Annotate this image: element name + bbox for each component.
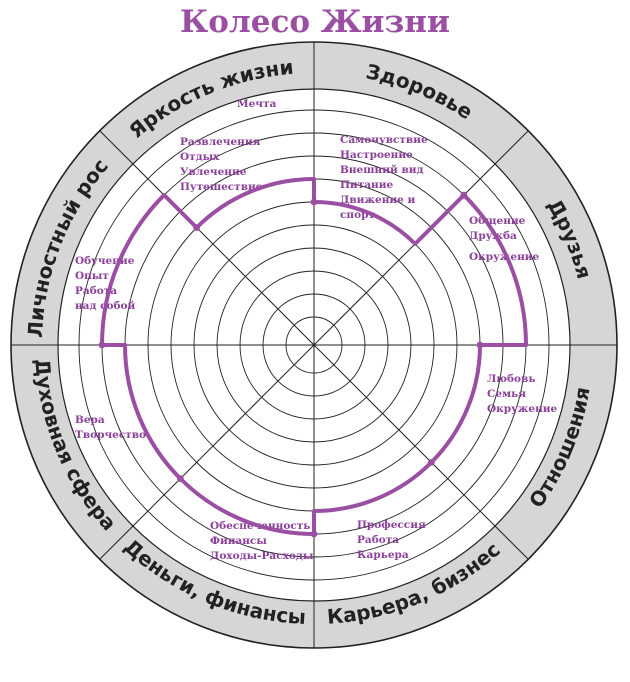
segment-note: Самочувствие [340, 134, 428, 146]
segment-note: Путешествие [180, 181, 263, 193]
segment-note: Развлечения [180, 136, 261, 148]
segment-note: Мечта [237, 98, 276, 110]
segment-note: Окружение [487, 403, 558, 415]
segment-note: Дружба [469, 230, 517, 242]
segment-note: Финансы [210, 535, 267, 547]
segment-note: Вера [75, 414, 105, 426]
segment-note: Опыт [75, 270, 109, 282]
segment-note: Внешний вид [340, 164, 424, 176]
score-marker [427, 458, 435, 466]
score-marker [476, 341, 484, 349]
score-marker [460, 191, 468, 199]
spoke [313, 344, 529, 560]
segment-note: Работа [357, 534, 399, 546]
segment-note: Общение [469, 215, 526, 227]
spoke [99, 130, 315, 346]
spoke [99, 344, 315, 560]
segment-note: Увлечение [180, 166, 247, 178]
score-outline [98, 177, 528, 538]
score-marker [310, 198, 318, 206]
score-marker [176, 475, 184, 483]
score-marker [310, 530, 318, 538]
segment-note: Профессия [357, 519, 426, 531]
segment-note: Доходы-Расходы [210, 550, 314, 562]
segment-note: Питание [340, 179, 393, 191]
score-marker [98, 341, 106, 349]
segment-note: Любовь [487, 373, 535, 385]
segment-note: Настроение [340, 149, 413, 161]
score-marker [193, 224, 201, 232]
segment-note: Обучение [75, 255, 135, 267]
segment-note: Окружение [469, 251, 540, 263]
segment-note: Карьера [357, 549, 409, 561]
segment-note: Семья [487, 388, 526, 400]
segment-note: Отдых [180, 151, 220, 163]
segment-note: Движение и [340, 194, 416, 206]
segment-note: Творчество [75, 429, 146, 441]
page-title: Колесо Жизни [180, 4, 450, 40]
